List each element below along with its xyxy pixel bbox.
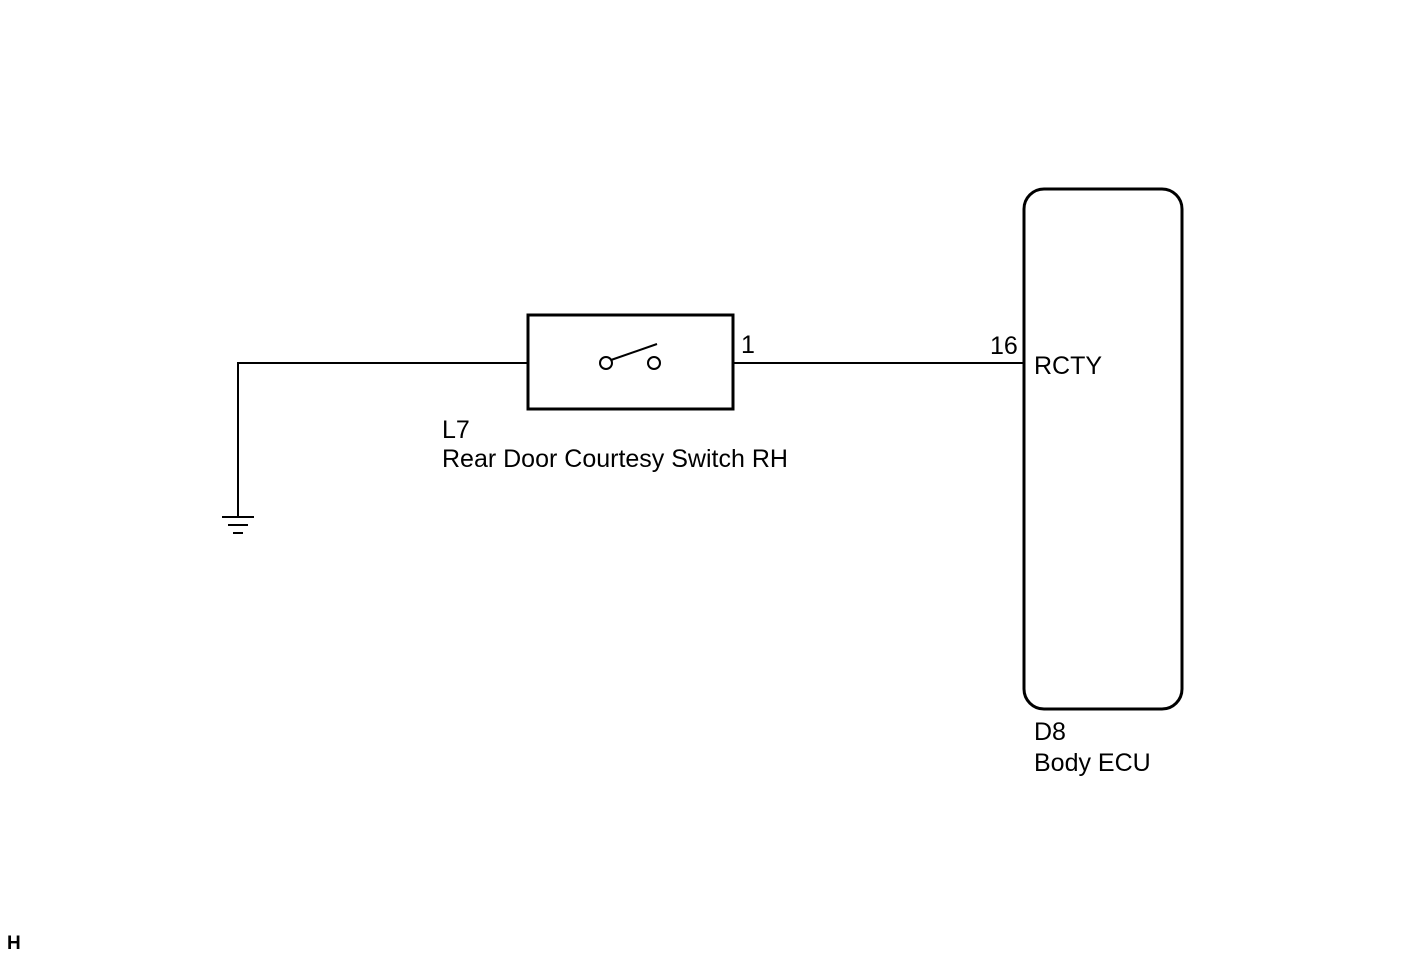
ecu-box: [1022, 187, 1184, 711]
switch-box: [526, 313, 735, 411]
ground-wire: [237, 362, 528, 517]
ecu-pin-label: 16: [990, 332, 1018, 360]
ecu-code-label: D8: [1034, 718, 1066, 746]
corner-mark: H: [7, 933, 21, 954]
ecu-name-label: Body ECU: [1034, 749, 1151, 777]
ecu-terminal-label: RCTY: [1034, 352, 1102, 380]
switch-contacts: [599, 343, 661, 370]
ground-symbol: [222, 516, 254, 534]
switch-code-label: L7: [442, 416, 470, 444]
switch-name-label: Rear Door Courtesy Switch RH: [442, 445, 788, 473]
switch-pin-label: 1: [741, 331, 755, 359]
